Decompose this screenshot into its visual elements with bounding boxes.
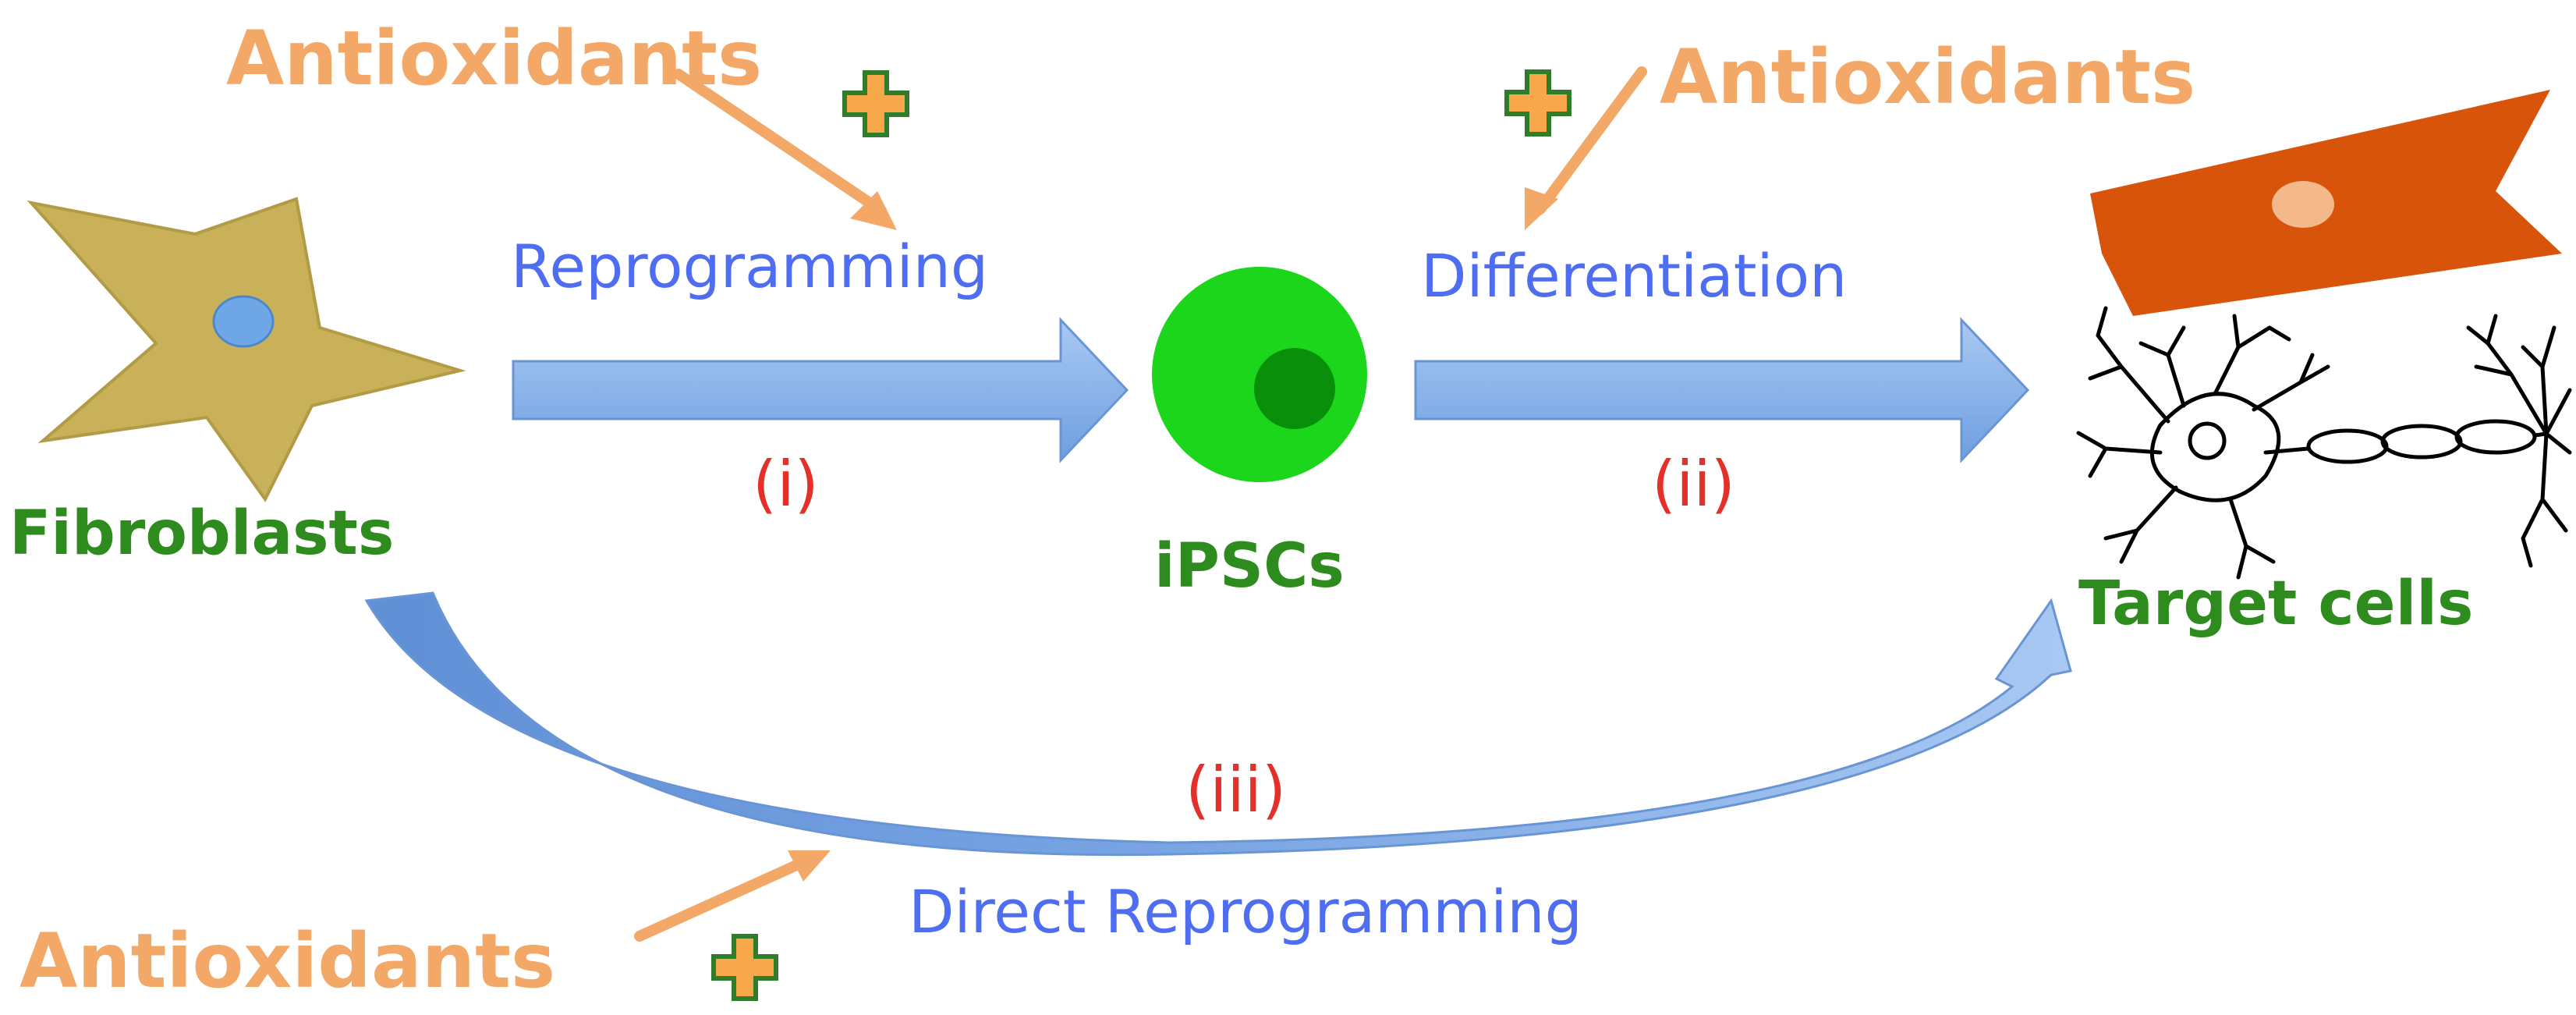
ipsc-cell-icon [1152,267,1367,482]
target-cells-label: Target cells [2078,569,2473,639]
plus-icon [842,70,909,137]
target-muscle-cell-icon [2090,90,2562,316]
target-cell-nucleus-icon [2272,181,2334,228]
ipscs-label: iPSCs [1154,531,1345,602]
reprogramming-label: Reprogramming [511,232,988,301]
antioxidants-pointer-reprogramming [673,69,887,216]
plus-icon [711,934,778,1001]
fibroblasts-label: Fibroblasts [9,499,394,569]
target-neuron-icon [2076,306,2572,580]
ipsc-nucleus-icon [1254,348,1335,429]
step-i-label: (i) [753,448,819,520]
differentiation-arrow [1414,317,2030,463]
fibroblast-cell-icon [27,197,466,502]
step-ii-label: (ii) [1652,448,1735,520]
reprogramming-arrow [512,317,1129,463]
direct-reprogramming-arrow [364,591,2072,857]
fibroblast-nucleus-icon [212,295,275,348]
direct-reprogramming-label: Direct Reprogramming [909,877,1582,946]
differentiation-label: Differentiation [1421,241,1847,311]
antioxidants-label-direct: Antioxidants [19,917,555,1005]
step-iii-label: (iii) [1185,754,1286,826]
antioxidants-label-differentiation: Antioxidants [1660,34,2195,121]
antioxidants-pointer-direct [634,857,809,942]
antioxidants-label-reprogramming: Antioxidants [226,15,762,102]
antioxidants-pointer-differentiation [1535,66,1647,215]
plus-icon [1504,69,1571,137]
